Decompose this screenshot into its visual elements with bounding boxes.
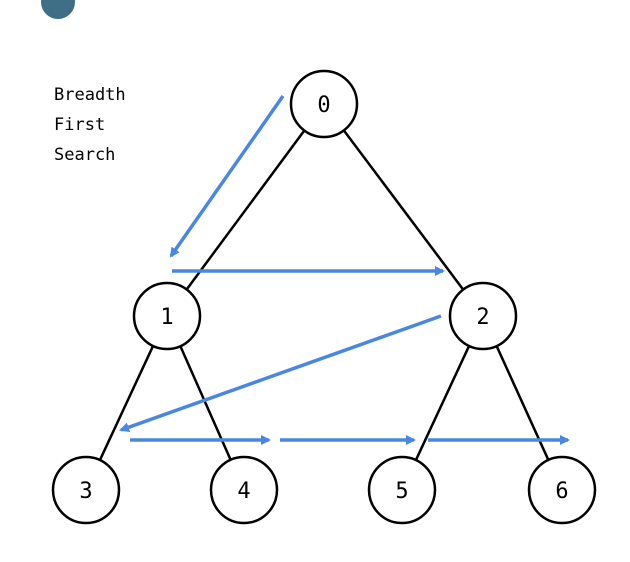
arrow-2-to-3 [119,314,442,433]
corner-badge [41,0,75,19]
tree-nodes: 0 1 2 3 4 5 6 [51,69,597,525]
caption-line-2: First [54,115,106,135]
edge-1-3 [98,345,155,461]
node-4-circle [209,455,279,525]
node-2-label: 2 [476,305,489,330]
edge-2-5 [414,345,471,461]
arrow-0-to-1 [169,94,285,258]
traversal-arrows [119,94,570,445]
diagram-caption: Breadth First Search [54,80,126,170]
node-1-circle [132,281,202,351]
node-0-label: 0 [317,93,330,118]
node-5-circle [367,455,437,525]
node-6: 6 [527,455,597,525]
node-3: 3 [51,455,121,525]
node-0: 0 [289,69,359,139]
node-4-label: 4 [237,479,250,504]
node-4: 4 [209,455,279,525]
node-1-label: 1 [160,305,173,330]
node-0-circle [289,69,359,139]
edge-0-1 [185,129,306,291]
node-3-label: 3 [79,479,92,504]
node-2-circle [448,281,518,351]
node-6-label: 6 [555,479,568,504]
node-2: 2 [448,281,518,351]
node-6-circle [527,455,597,525]
node-5-label: 5 [395,479,408,504]
node-3-circle [51,455,121,525]
node-5: 5 [367,455,437,525]
caption-line-3: Search [54,145,116,165]
edge-1-4 [179,345,232,461]
edge-0-2 [342,129,465,291]
caption-line-1: Breadth [54,85,126,105]
node-1: 1 [132,281,202,351]
edge-2-6 [495,345,550,461]
